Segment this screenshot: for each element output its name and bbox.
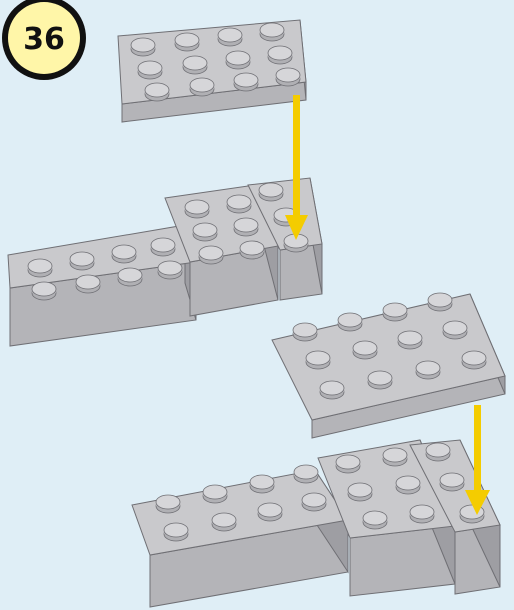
stud-icon bbox=[443, 321, 467, 339]
stud-icon bbox=[199, 246, 223, 264]
brick-assembly-icon bbox=[132, 440, 500, 607]
step-number: 36 bbox=[23, 22, 65, 57]
stud-icon bbox=[185, 200, 209, 218]
stud-icon bbox=[398, 331, 422, 349]
plate-3x4-icon bbox=[272, 293, 505, 438]
stud-icon bbox=[302, 493, 326, 511]
stud-icon bbox=[70, 252, 94, 270]
stud-icon bbox=[227, 195, 251, 213]
stud-icon bbox=[426, 443, 450, 461]
stud-icon bbox=[158, 261, 182, 279]
stud-icon bbox=[338, 313, 362, 331]
step-number-badge: 36 bbox=[2, 0, 86, 80]
stud-icon bbox=[240, 241, 264, 259]
stud-icon bbox=[260, 23, 284, 41]
stud-icon bbox=[259, 183, 283, 201]
stud-icon bbox=[190, 78, 214, 96]
stud-icon bbox=[212, 513, 236, 531]
stud-icon bbox=[396, 476, 420, 494]
plate-body bbox=[272, 293, 505, 438]
stud-icon bbox=[320, 381, 344, 399]
stud-icon bbox=[118, 268, 142, 286]
stud-icon bbox=[410, 505, 434, 523]
stud-icon bbox=[268, 46, 292, 64]
stud-icon bbox=[416, 361, 440, 379]
assembly-arrow-icon bbox=[285, 95, 308, 240]
stud-icon bbox=[32, 282, 56, 300]
stud-icon bbox=[276, 68, 300, 86]
stud-icon bbox=[76, 275, 100, 293]
stud-icon bbox=[131, 38, 155, 56]
stud-icon bbox=[306, 351, 330, 369]
stud-icon bbox=[368, 371, 392, 389]
stud-icon bbox=[363, 511, 387, 529]
stud-icon bbox=[258, 503, 282, 521]
stud-icon bbox=[383, 448, 407, 466]
stud-icon bbox=[151, 238, 175, 256]
stud-icon bbox=[145, 83, 169, 101]
stud-icon bbox=[193, 223, 217, 241]
stud-icon bbox=[234, 218, 258, 236]
brick-2x4 bbox=[8, 225, 196, 346]
stud-icon bbox=[28, 259, 52, 277]
stud-icon bbox=[428, 293, 452, 311]
stud-icon bbox=[440, 473, 464, 491]
stud-icon bbox=[353, 341, 377, 359]
stud-icon bbox=[348, 483, 372, 501]
stud-icon bbox=[234, 73, 258, 91]
stud-icon bbox=[112, 245, 136, 263]
stud-icon bbox=[462, 351, 486, 369]
stud-icon bbox=[226, 51, 250, 69]
stud-icon bbox=[250, 475, 274, 493]
stud-icon bbox=[156, 495, 180, 513]
brick-2x4 bbox=[132, 465, 348, 607]
stud-icon bbox=[175, 33, 199, 51]
plate-body bbox=[118, 20, 306, 122]
stud-icon bbox=[164, 523, 188, 541]
stud-icon bbox=[294, 465, 318, 483]
plate-2x4-icon bbox=[118, 20, 306, 122]
stud-icon bbox=[183, 56, 207, 74]
stud-icon bbox=[293, 323, 317, 341]
stud-icon bbox=[383, 303, 407, 321]
stud-icon bbox=[203, 485, 227, 503]
brick-assembly-icon bbox=[8, 178, 322, 346]
stud-icon bbox=[336, 455, 360, 473]
stud-icon bbox=[218, 28, 242, 46]
stud-icon bbox=[138, 61, 162, 79]
